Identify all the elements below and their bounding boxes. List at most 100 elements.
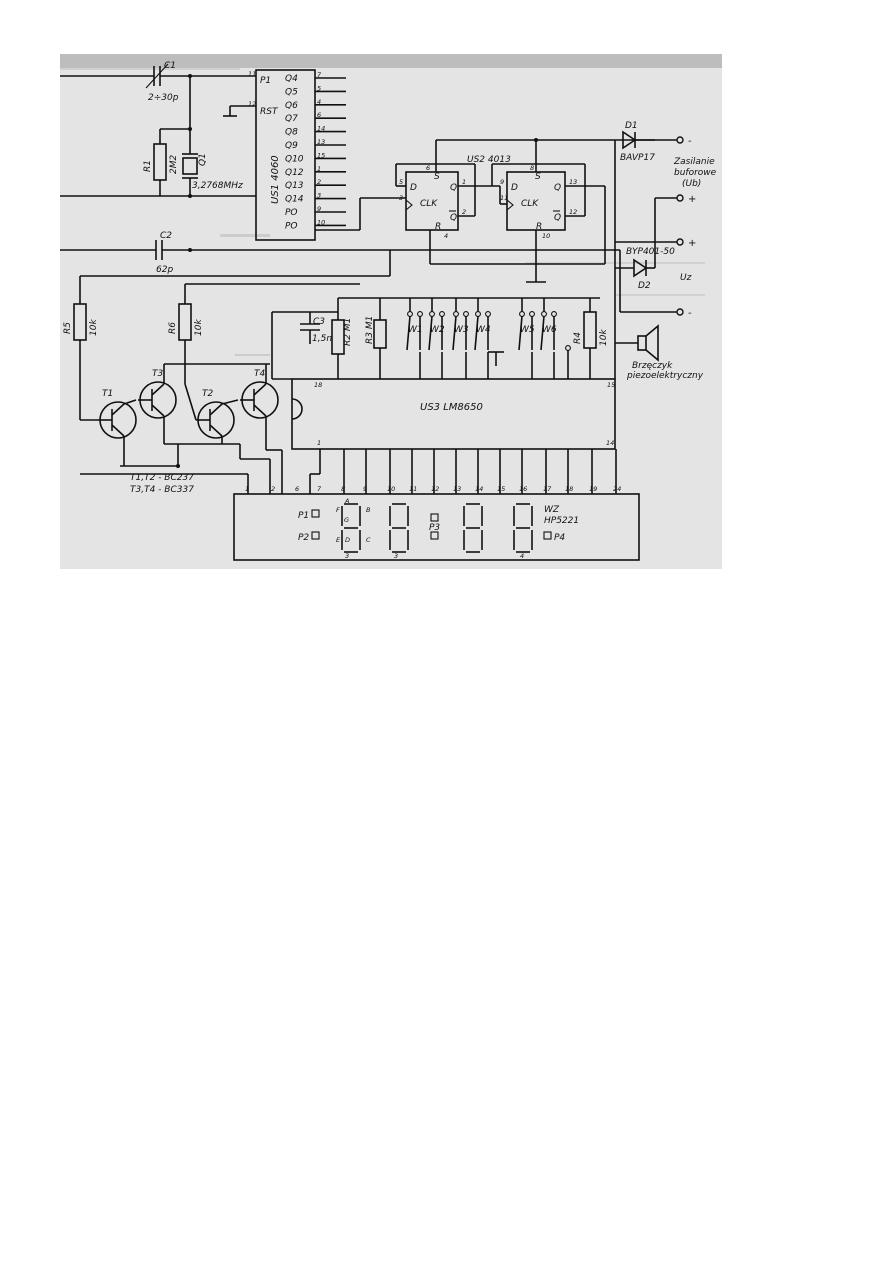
r1-name: R1 bbox=[143, 160, 153, 172]
switch-w3: W3 bbox=[452, 298, 469, 379]
buzzer-label-2: piezoelektryczny bbox=[626, 371, 704, 381]
us1-pin-num-5: 13 bbox=[317, 138, 325, 146]
point-p3-upper bbox=[430, 513, 439, 522]
us1-pin-name-6: Q10 bbox=[285, 154, 304, 164]
switch-label-0: W1 bbox=[408, 325, 423, 335]
wz-part: HP5221 bbox=[544, 516, 579, 526]
point-p2: P2 bbox=[298, 533, 309, 543]
terminal-minus-1: - bbox=[688, 136, 692, 147]
r3-label: R3 M1 bbox=[365, 316, 375, 344]
svg-text:S: S bbox=[434, 172, 440, 182]
switch-label-5: W6 bbox=[542, 325, 557, 335]
d1-name: D1 bbox=[625, 121, 638, 131]
us1-pin-name-10: PO bbox=[285, 208, 298, 218]
us3-chip: US3 LM8650 18 1 14 15 bbox=[291, 378, 616, 450]
us3-pin-1: 1 bbox=[317, 439, 321, 447]
us1-pin-name-5: Q9 bbox=[285, 141, 298, 151]
switch-label-3: W4 bbox=[476, 325, 491, 335]
us1-pin-name-7: Q12 bbox=[285, 168, 304, 178]
display-pin-label-9: 13 bbox=[453, 485, 461, 493]
display-pin-label-10: 14 bbox=[475, 485, 483, 493]
t4-name: T4 bbox=[254, 369, 265, 379]
display-pin-4: 4 bbox=[520, 552, 524, 560]
seg-letter-a: A bbox=[344, 497, 349, 505]
svg-text:5: 5 bbox=[399, 178, 403, 186]
transistor-types-2: T3,T4 - BC337 bbox=[130, 485, 194, 495]
svg-text:CLK: CLK bbox=[521, 199, 539, 209]
c1-value: 2÷30p bbox=[148, 93, 179, 103]
transistor-types-1: T1,T2 - BC237 bbox=[130, 473, 194, 483]
svg-text:9: 9 bbox=[500, 178, 504, 186]
scan-line bbox=[220, 234, 270, 237]
svg-text:12: 12 bbox=[569, 208, 577, 216]
r4-name: R4 bbox=[573, 332, 583, 344]
svg-text:R: R bbox=[435, 222, 441, 232]
r5-resistor bbox=[73, 303, 87, 341]
point-p3: P3 bbox=[429, 523, 440, 533]
r1-resistor bbox=[153, 143, 167, 181]
scan-line bbox=[615, 294, 705, 296]
us1-pin-num-6: 15 bbox=[317, 151, 325, 159]
us1-pin-num-4: 14 bbox=[317, 125, 325, 133]
display-pin-label-13: 17 bbox=[543, 485, 552, 493]
us2-ff1: D CLK S R Q Q 5 3 6 4 1 2 bbox=[399, 164, 466, 240]
us1-pin-name-2: Q6 bbox=[285, 101, 298, 111]
switch-w1: W1 bbox=[406, 298, 423, 379]
svg-text:Q: Q bbox=[554, 183, 561, 193]
us3-label: US3 LM8650 bbox=[420, 402, 483, 413]
display-pin-label-5: 9 bbox=[363, 485, 367, 493]
c2-capacitor: C2 62p bbox=[60, 231, 190, 275]
switch-w2: W2 bbox=[428, 298, 445, 379]
r6-name: R6 bbox=[168, 322, 178, 334]
display-pin-label-1: 2 bbox=[271, 485, 275, 493]
us1-pin-num-11: 10 bbox=[317, 218, 325, 226]
display-pin-label-3: 7 bbox=[317, 485, 322, 493]
display-pin-label-4: 8 bbox=[341, 485, 345, 493]
switch-label-2: W3 bbox=[454, 325, 469, 335]
point-p4-box bbox=[543, 531, 552, 540]
us1-pin-name-3: Q7 bbox=[285, 114, 298, 124]
q1-crystal: Q1 3,2768MHz bbox=[182, 129, 243, 196]
t1-name: T1 bbox=[102, 389, 113, 399]
svg-text:CLK: CLK bbox=[420, 199, 438, 209]
us1-pin-name-9: Q14 bbox=[285, 195, 304, 205]
r2-label: R2 M1 bbox=[343, 318, 353, 346]
us1-pin-name-1: Q5 bbox=[285, 87, 298, 97]
point-p1-box bbox=[311, 509, 320, 518]
supply-backup-label-1: Zasilanie bbox=[673, 157, 715, 167]
us1-label: US1 4060 bbox=[270, 155, 281, 204]
svg-text:10: 10 bbox=[542, 232, 550, 240]
us1-pin-name-8: Q13 bbox=[285, 181, 304, 191]
display-pin-3b: 3 bbox=[394, 552, 398, 560]
supply-main-label: Uz bbox=[680, 273, 692, 283]
us1-pin-p1: P1 bbox=[260, 76, 271, 86]
display-pin-label-14: 18 bbox=[565, 485, 573, 493]
q1-value: 3,2768MHz bbox=[192, 181, 243, 191]
display-pin-label-7: 11 bbox=[409, 485, 417, 493]
us2-ff2: D CLK S R Q Q 9 11 8 10 13 12 bbox=[500, 164, 577, 240]
svg-text:8: 8 bbox=[530, 164, 534, 172]
d2-name: D2 bbox=[638, 281, 651, 291]
digit-2 bbox=[389, 503, 409, 553]
t3-transistor: T3 bbox=[138, 369, 177, 419]
switch-w4: W4 bbox=[474, 298, 491, 379]
supply-backup-label-2: buforowe bbox=[674, 168, 717, 178]
svg-text:D: D bbox=[511, 183, 518, 193]
svg-text:D: D bbox=[410, 183, 417, 193]
scan-line bbox=[235, 354, 270, 356]
seg-letter-b: B bbox=[366, 506, 371, 514]
scan-line bbox=[60, 68, 240, 70]
t1-transistor: T1 bbox=[98, 389, 137, 439]
us1-pin-rst: RST bbox=[260, 107, 279, 117]
svg-text:Q: Q bbox=[554, 213, 561, 223]
wz-name: WZ bbox=[544, 505, 560, 515]
seg-letter-g: G bbox=[344, 516, 349, 524]
r6-value: 10k bbox=[194, 319, 204, 336]
display-pin-label-15: 19 bbox=[589, 485, 597, 493]
terminal-plus-1: + bbox=[688, 194, 696, 205]
us1-pin-num-8: 2 bbox=[317, 178, 321, 186]
r5-value: 10k bbox=[89, 319, 99, 336]
